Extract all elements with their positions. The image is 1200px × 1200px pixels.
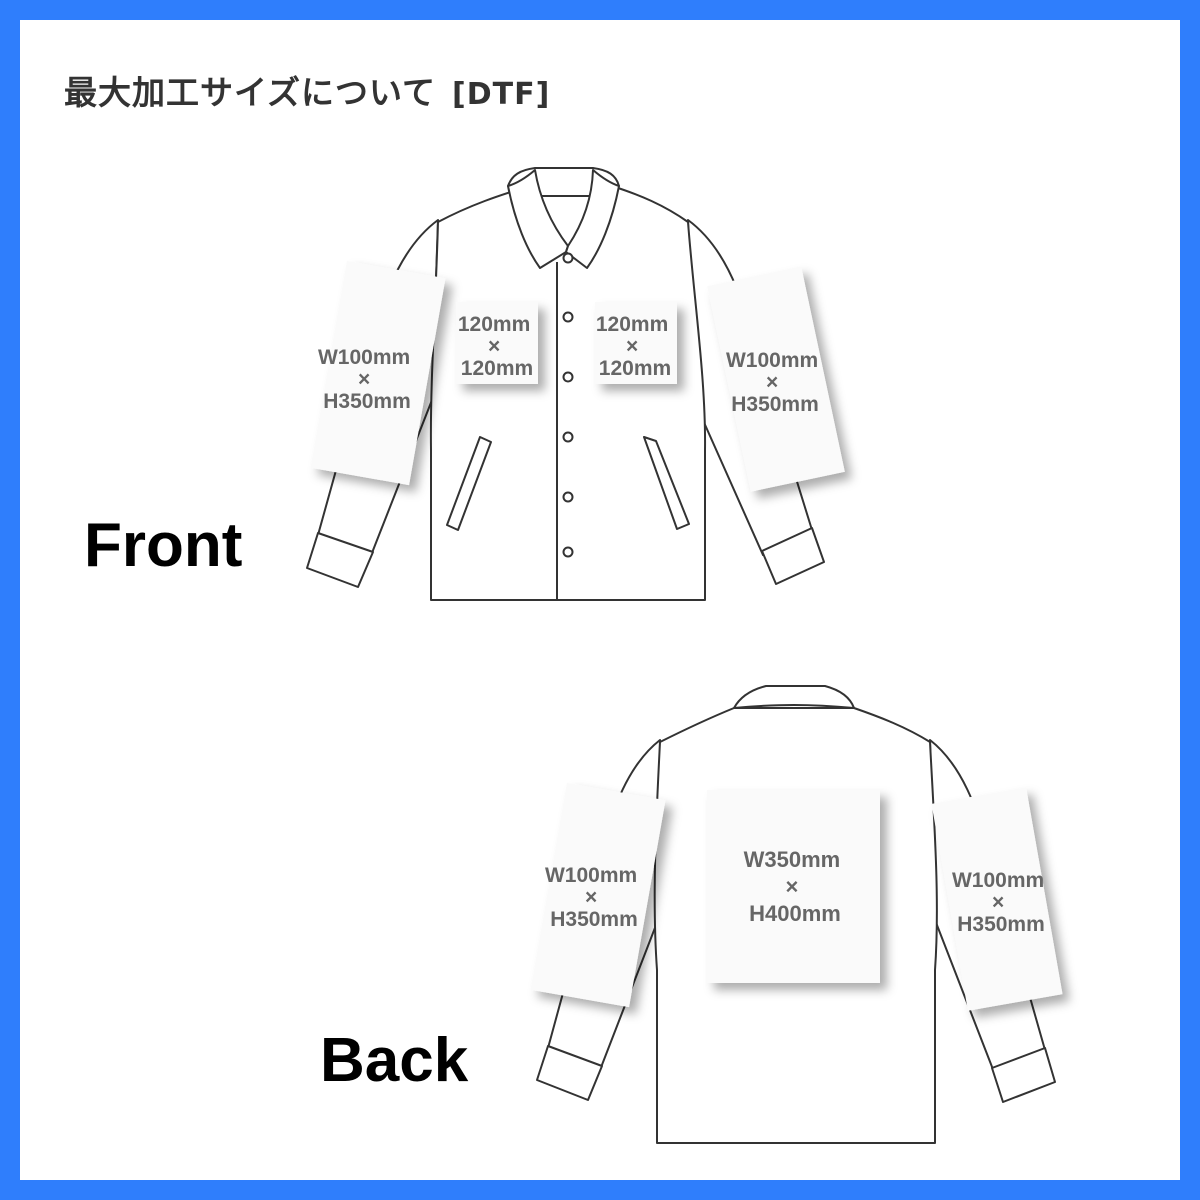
back-center-l3: H400mm	[749, 901, 841, 926]
front-collar-left	[507, 169, 569, 269]
back-center-l2: ×	[786, 874, 799, 899]
back-right-cuff	[991, 1047, 1056, 1103]
back-left-cuff	[536, 1045, 603, 1101]
front-button-4	[562, 431, 574, 443]
title-text: 最大加工サイズについて	[64, 73, 437, 112]
back-left-sleeve-l3: H350mm	[550, 908, 638, 931]
front-zone-right-chest	[595, 302, 677, 384]
front-button-1	[562, 252, 574, 264]
front-left-chest-l3: 120mm	[461, 357, 533, 380]
page-title: 最大加工サイズについて [DTF]	[64, 66, 550, 114]
title-tag: [DTF]	[452, 77, 551, 112]
front-button-2	[562, 311, 574, 323]
back-center-l1: W350mm	[744, 847, 841, 872]
front-right-sleeve-l2: ×	[766, 371, 778, 394]
front-button-3	[562, 371, 574, 383]
front-zone-left-chest	[456, 302, 538, 384]
front-right-chest-l3: 120mm	[599, 357, 671, 380]
front-pocket-right	[643, 436, 690, 530]
front-left-chest-label: 120mm × 120mm	[458, 313, 536, 380]
back-zones	[530, 782, 1063, 1011]
back-zone-right-sleeve	[931, 787, 1063, 1011]
front-left-sleeve-l2: ×	[358, 368, 370, 391]
back-collar	[733, 685, 855, 709]
front-left-chest-l2: ×	[488, 335, 500, 358]
back-zone-center	[707, 790, 880, 983]
back-right-sleeve-l3: H350mm	[957, 913, 1045, 936]
front-left-sleeve-l3: H350mm	[323, 390, 411, 413]
back-zone-left-sleeve	[530, 782, 666, 1008]
front-right-sleeve-l3: H350mm	[731, 393, 819, 416]
back-center-label: W350mm × H400mm	[744, 847, 847, 926]
front-right-chest-l1: 120mm	[596, 313, 668, 336]
back-left-sleeve-l2: ×	[585, 886, 597, 909]
front-right-cuff	[761, 527, 825, 585]
front-collar-right	[565, 169, 620, 269]
front-right-chest-l2: ×	[626, 335, 638, 358]
back-right-sleeve-l1: W100mm	[952, 869, 1044, 892]
front-zones	[310, 260, 845, 492]
front-button-6	[562, 546, 574, 558]
front-button-5	[562, 491, 574, 503]
back-left-sleeve-l1: W100mm	[545, 864, 637, 887]
back-right-sleeve-label: W100mm × H350mm	[952, 869, 1050, 936]
back-view-label: Back	[320, 1026, 469, 1095]
front-right-sleeve-label: W100mm × H350mm	[726, 349, 824, 416]
front-left-cuff	[306, 532, 374, 588]
front-zone-left-sleeve	[310, 260, 446, 486]
front-view-label: Front	[84, 511, 243, 580]
front-pocket-left	[446, 436, 492, 531]
front-left-sleeve-l1: W100mm	[318, 346, 410, 369]
front-zone-right-sleeve	[707, 266, 845, 492]
front-zone-labels: W100mm × H350mm 120mm × 120mm 120mm × 12…	[318, 313, 824, 416]
front-right-sleeve-l1: W100mm	[726, 349, 818, 372]
back-zone-labels: W100mm × H350mm W350mm × H400mm W100mm ×…	[545, 847, 1050, 936]
front-left-chest-l1: 120mm	[458, 313, 530, 336]
back-left-sleeve-label: W100mm × H350mm	[545, 864, 643, 931]
back-right-sleeve-l2: ×	[992, 891, 1004, 914]
front-left-sleeve-label: W100mm × H350mm	[318, 346, 416, 413]
front-right-chest-label: 120mm × 120mm	[596, 313, 674, 380]
